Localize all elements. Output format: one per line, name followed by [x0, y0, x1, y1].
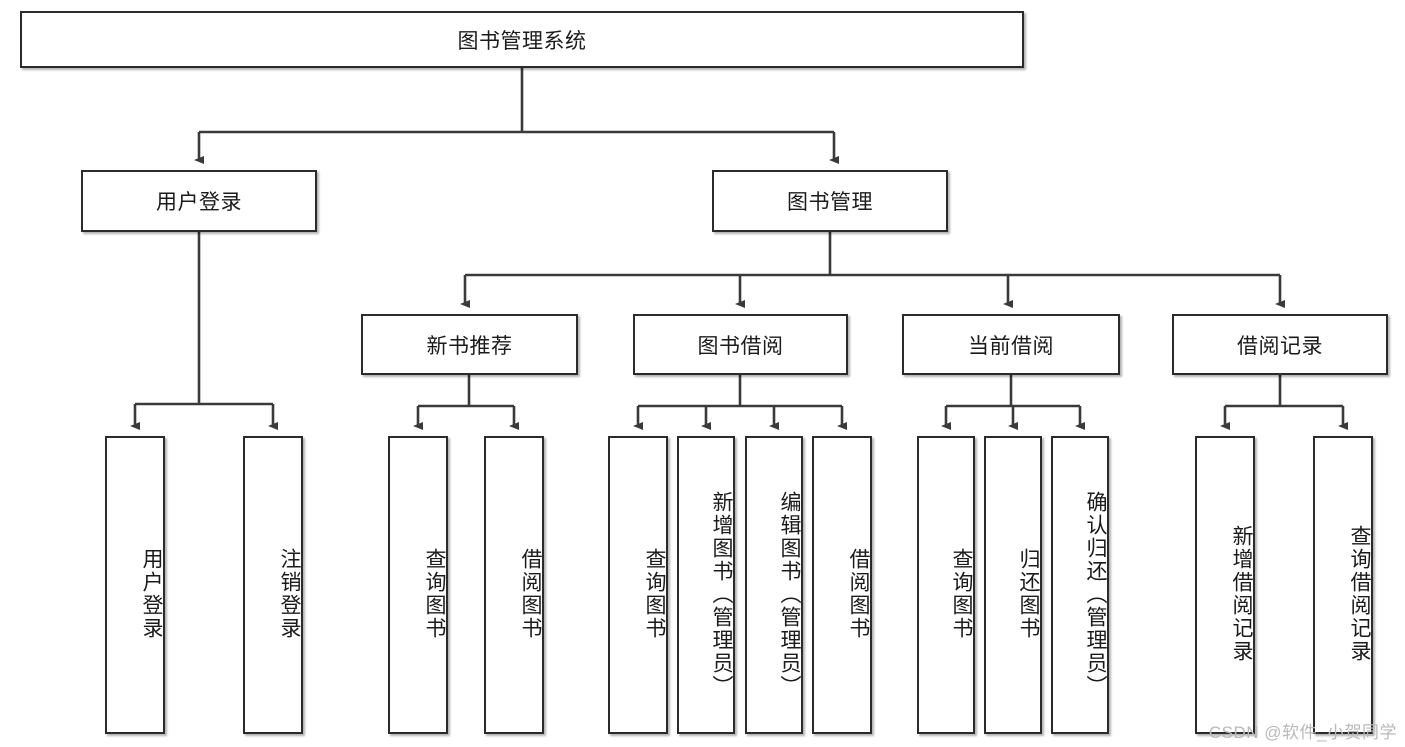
node-level3-2[interactable]: 当前借阅 [902, 314, 1120, 375]
leaf-label: 注销登录 [278, 548, 301, 640]
leaf-label: 新增图书（管理员） [710, 490, 733, 698]
node-leaf-8[interactable]: 查询图书 [917, 436, 975, 734]
node-level3-0[interactable]: 新书推荐 [361, 314, 578, 375]
leaf-label: 查询图书 [643, 548, 666, 640]
node-leaf-7[interactable]: 借阅图书 [812, 436, 872, 734]
node-leaf-3[interactable]: 借阅图书 [484, 436, 544, 734]
leaf-label: 借阅图书 [847, 548, 870, 640]
leaf-label: 用户登录 [140, 548, 163, 640]
leaf-label: 新增借阅记录 [1230, 525, 1253, 663]
leaf-label: 归还图书 [1017, 548, 1040, 640]
leaf-label: 查询图书 [423, 548, 446, 640]
node-level3-3[interactable]: 借阅记录 [1172, 314, 1388, 375]
node-leaf-6[interactable]: 编辑图书（管理员） [745, 436, 803, 734]
watermark: CSDN @软件_小贺同学 [1208, 723, 1397, 742]
node-leaf-0[interactable]: 用户登录 [105, 436, 165, 734]
node-leaf-5[interactable]: 新增图书（管理员） [677, 436, 735, 734]
node-leaf-4[interactable]: 查询图书 [608, 436, 668, 734]
node-level3-1[interactable]: 图书借阅 [633, 314, 848, 375]
node-leaf-1[interactable]: 注销登录 [243, 436, 303, 734]
node-level2-0[interactable]: 用户登录 [81, 170, 317, 232]
node-leaf-10[interactable]: 确认归还（管理员） [1051, 436, 1109, 734]
leaf-label: 借阅图书 [519, 548, 542, 640]
leaf-label: 编辑图书（管理员） [778, 490, 801, 698]
node-leaf-12[interactable]: 查询借阅记录 [1313, 436, 1373, 734]
node-leaf-9[interactable]: 归还图书 [984, 436, 1042, 734]
leaf-label: 确认归还（管理员） [1084, 490, 1107, 698]
node-root[interactable]: 图书管理系统 [20, 11, 1024, 68]
leaf-label: 查询借阅记录 [1348, 525, 1371, 663]
node-leaf-11[interactable]: 新增借阅记录 [1195, 436, 1255, 734]
node-leaf-2[interactable]: 查询图书 [388, 436, 448, 734]
leaf-label: 查询图书 [950, 548, 973, 640]
node-level2-1[interactable]: 图书管理 [712, 170, 948, 232]
